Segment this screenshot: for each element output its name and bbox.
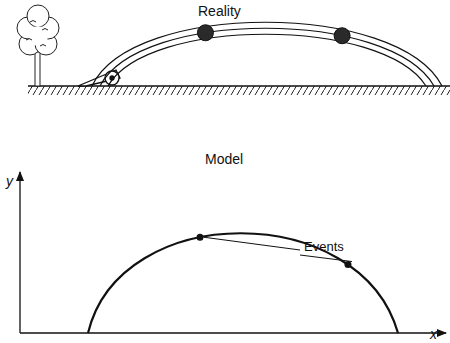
event-dot bbox=[344, 261, 351, 268]
cannonball bbox=[197, 25, 213, 41]
tree bbox=[17, 5, 59, 86]
ground-hatch bbox=[28, 86, 450, 95]
trajectory-tube bbox=[92, 22, 442, 86]
model-curve bbox=[88, 233, 398, 333]
leader-line bbox=[300, 255, 352, 262]
ground-line bbox=[28, 85, 450, 87]
event-points bbox=[197, 234, 352, 268]
x-axis bbox=[20, 332, 446, 333]
y-axis bbox=[19, 172, 20, 333]
cannonballs bbox=[197, 25, 350, 44]
event-dot bbox=[197, 234, 204, 241]
callout-label: Events bbox=[304, 240, 344, 253]
section-title: Model bbox=[205, 152, 243, 166]
leader-line bbox=[204, 237, 300, 250]
axis-label: y bbox=[6, 174, 13, 188]
axis-label: x bbox=[430, 327, 437, 341]
section-title: Reality bbox=[198, 4, 241, 18]
cannonball bbox=[334, 28, 350, 44]
